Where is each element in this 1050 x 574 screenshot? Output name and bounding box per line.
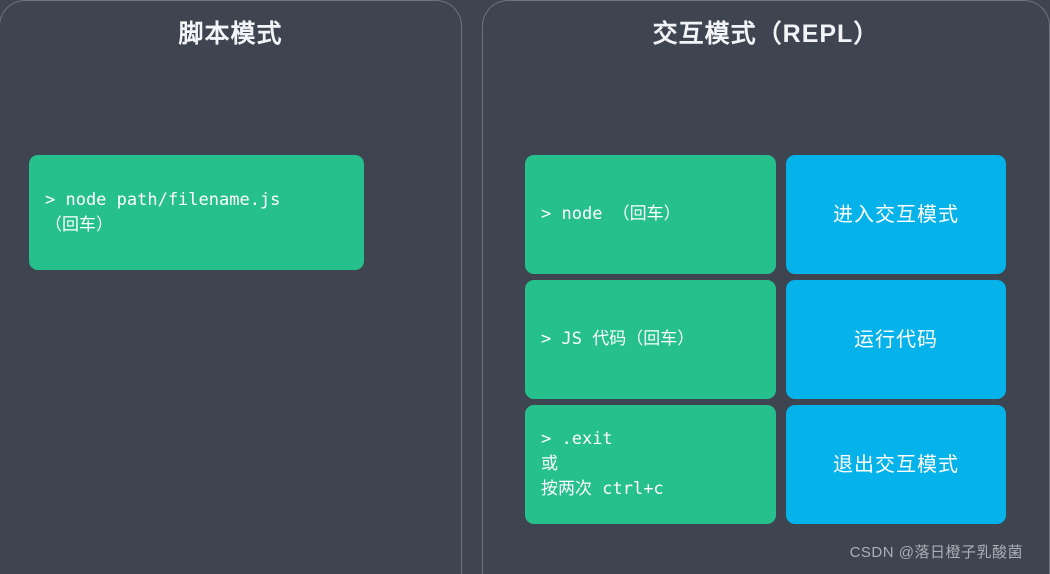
csdn-watermark: CSDN @落日橙子乳酸菌 [849, 544, 1023, 561]
repl-result-card-2[interactable]: 运行代码 [786, 280, 1007, 399]
repl-command-3-line-2: 或 [541, 454, 559, 474]
repl-step-grid: > node （回车） 进入交互模式 > JS 代码（回车） 运行代码 > .e… [525, 155, 1007, 524]
repl-result-card-1[interactable]: 进入交互模式 [786, 155, 1007, 274]
panel-title-interactive-mode: 交互模式（REPL） [652, 20, 880, 48]
repl-command-3-line-3: 按两次 ctrl+c [541, 479, 664, 499]
repl-command-2-line-1: > JS 代码（回车） [541, 329, 695, 349]
repl-command-card-3[interactable]: > .exit 或 按两次 ctrl+c [525, 405, 777, 524]
repl-result-card-3[interactable]: 退出交互模式 [786, 405, 1007, 524]
repl-command-card-2[interactable]: > JS 代码（回车） [525, 280, 777, 399]
repl-command-3-line-1: > .exit [541, 429, 613, 449]
script-mode-command-line-1: > node path/filename.js [45, 189, 281, 210]
panel-interactive-mode: 交互模式（REPL） > node （回车） 进入交互模式 > JS 代码（回车… [482, 0, 1050, 574]
repl-result-label-2: 运行代码 [854, 328, 939, 351]
repl-result-label-1: 进入交互模式 [833, 203, 960, 226]
panel-title-script-mode: 脚本模式 [178, 20, 283, 48]
repl-command-1-line-1: > node （回车） [541, 204, 681, 224]
repl-command-card-1[interactable]: > node （回车） [525, 155, 777, 274]
repl-result-label-3: 退出交互模式 [833, 453, 960, 476]
panel-script-mode: 脚本模式 > node path/filename.js （回车） [0, 0, 463, 574]
script-mode-command-line-2: （回车） [45, 214, 113, 235]
script-mode-command-card[interactable]: > node path/filename.js （回车） [29, 155, 364, 270]
script-mode-card-wrapper: > node path/filename.js （回车） [29, 155, 364, 270]
